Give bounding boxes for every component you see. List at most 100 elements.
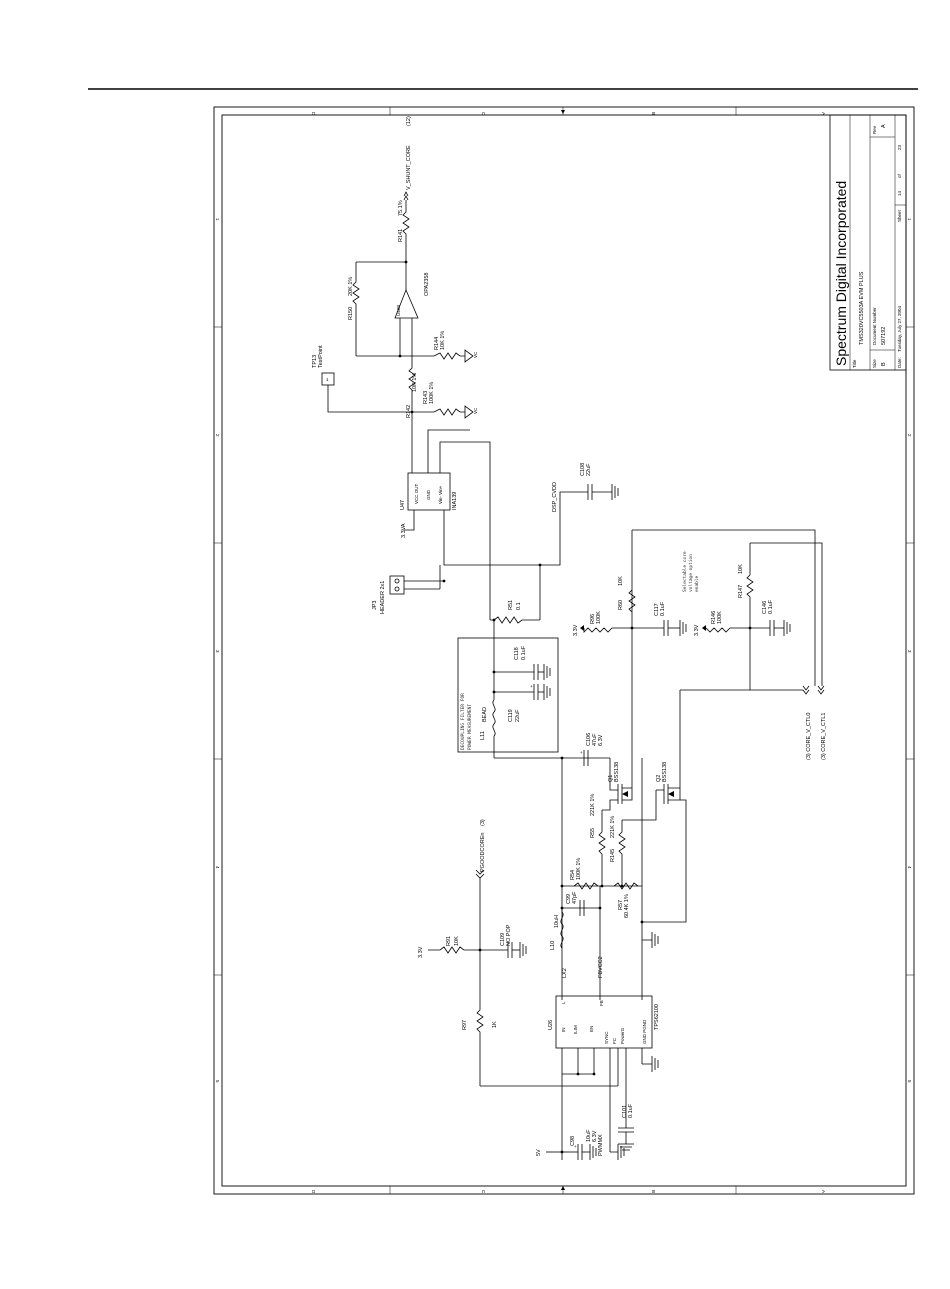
zone-letter: A [821,1190,826,1193]
ground-label: VC [473,407,478,414]
core-voltage-select: Q1 BSS138 Q2 BSS138 3.3V R96 100K R60 10… [573,529,827,886]
feedback-network: R54 100K 1% C99 47pF R57 60.4K 1% [560,758,687,1000]
net-ref: (3) [480,819,486,826]
date-value: Tuesday, July 27, 2004 [897,305,902,352]
c118-value: 0.1uF [521,645,527,660]
net-v-shunt-core: V_SHUNT_CORE [406,145,412,190]
u47-vin: Vin- Vin+ [438,485,443,504]
date-label: Date: [897,357,902,368]
c98-voltage: 6.3V [592,1130,598,1142]
r150-value: 20K 1% [348,277,354,296]
zone-number: 1 [215,218,220,221]
decoupling-note: POWER MEASUREMENT [467,704,473,750]
c106-value: 47uF [592,733,598,746]
net-dsp-cvdd: DSP_CVDD [552,482,558,512]
q1-ref: Q1 [608,775,614,782]
u26-sync: SYNC [604,1031,609,1044]
u26-powerg: PowerG [620,1027,625,1044]
net-core-v-ctl0: (3) CORE_V_CTL0 [806,713,812,760]
ground-label: VC [473,351,478,358]
r54-ref: R54 [570,870,576,880]
r142-ref: R142 [406,405,412,418]
l10-value: 10uH [554,915,560,928]
u47-ref: U47 [400,500,406,510]
r143-ref: R143 [423,391,429,404]
u46b-ref: U46B [396,305,401,316]
u26-ref: U26 [548,1020,554,1030]
r150-ref: R150 [348,307,354,320]
supply-5v: 5V [536,1149,542,1156]
net-fbvcc2: FBVCC2 [598,956,604,978]
q2-part: BSS138 [662,762,668,782]
r51-value: 0.1 [516,602,522,610]
current-sense-circuit: V_SHUNT_CORE (12) R141 75.1% U46B OPA235… [312,116,619,624]
r57-value: 60.4K 1% [624,894,630,918]
c146-ref: C146 [762,601,768,614]
r91-ref: R91 [446,936,452,946]
tp13-pin: 1 [326,377,329,382]
zone-letter: A [821,112,826,115]
tp13-ref: TP13 [312,355,318,368]
company-name: Spectrum Digital Incorporated [833,181,849,366]
net-pwmmx: PWMMX [598,1134,604,1156]
c109-ref: C109 [500,933,506,946]
r57-ref: R57 [618,900,624,910]
r55-ref: R55 [590,828,596,838]
u47-gnd: GND [426,489,431,500]
r141-ref: R141 [398,229,404,242]
title-label: Title [852,359,857,368]
c101-value: 0.1uF [628,1103,634,1118]
rev-value: A [881,124,887,128]
zone-number: 5 [215,1080,220,1083]
svg-text:+: + [574,1144,577,1149]
c108-ref: C108 [580,463,586,476]
supply-3-3v: 3.3V [418,946,424,958]
rev-label: Rev [872,125,877,134]
zone-letter: C [481,1190,486,1194]
c117-ref: C117 [654,603,660,616]
u26-in: IN [561,1028,566,1033]
c106-ref: C106 [586,733,592,746]
net-core-v-ctl1: (3) CORE_V_CTL1 [821,713,827,760]
c146-value: 0.1uF [768,599,774,614]
net-pgoodcore: PGOODCOREn [480,833,486,872]
sheet-number: 14 [897,190,902,196]
u26-fc: FC [612,1037,617,1044]
zone-number: 2 [215,434,220,437]
c101-ref: C101 [622,1105,628,1118]
c98-ref: C98 [570,1136,576,1146]
output-node: + C106 47uF 6.3V [494,733,610,1000]
r146-ref: R146 [711,611,717,624]
document-number: 507192 [881,327,887,345]
zone-letter: B [651,112,656,115]
r96-ref: R96 [590,614,596,624]
c99-ref: C99 [566,894,572,904]
c99-value: 47pF [572,891,578,904]
zone-number: 4 [215,866,220,869]
r97-ref: R97 [462,1020,468,1030]
r55-value: 221K 1% [590,794,596,816]
selectable-note: enable [694,575,700,592]
l11-value: BEAD [482,707,488,722]
r147-ref: R147 [738,585,744,598]
zone-number: 3 [907,650,912,653]
board-title: TMS320VC5503A EVM PLUS [859,271,865,345]
sheet-of-label: of [897,173,902,178]
u46b-part: OPA2358 [424,273,430,296]
u47-part: INA139 [452,492,458,510]
c118-ref: C118 [514,647,520,660]
u47-vccout: VCC OUT [414,483,419,504]
drawing-frame [213,106,915,1195]
jp3-type: HEADER 2x1 [380,581,386,614]
r142-value: 10K 1% [412,373,418,392]
supply-3-3v: 3.3V [694,624,700,636]
zone-number: 3 [215,650,220,653]
c98-value: 10uF [586,1129,592,1142]
u26-l: L [561,1001,566,1004]
selectable-note: voltage option [688,554,694,592]
regulator-circuit: PGOODCOREn (3) 3.3V R91 10K C109 NO POP … [418,819,660,1160]
sheet-total: 23 [897,144,902,150]
c119-ref: C119 [508,709,514,722]
